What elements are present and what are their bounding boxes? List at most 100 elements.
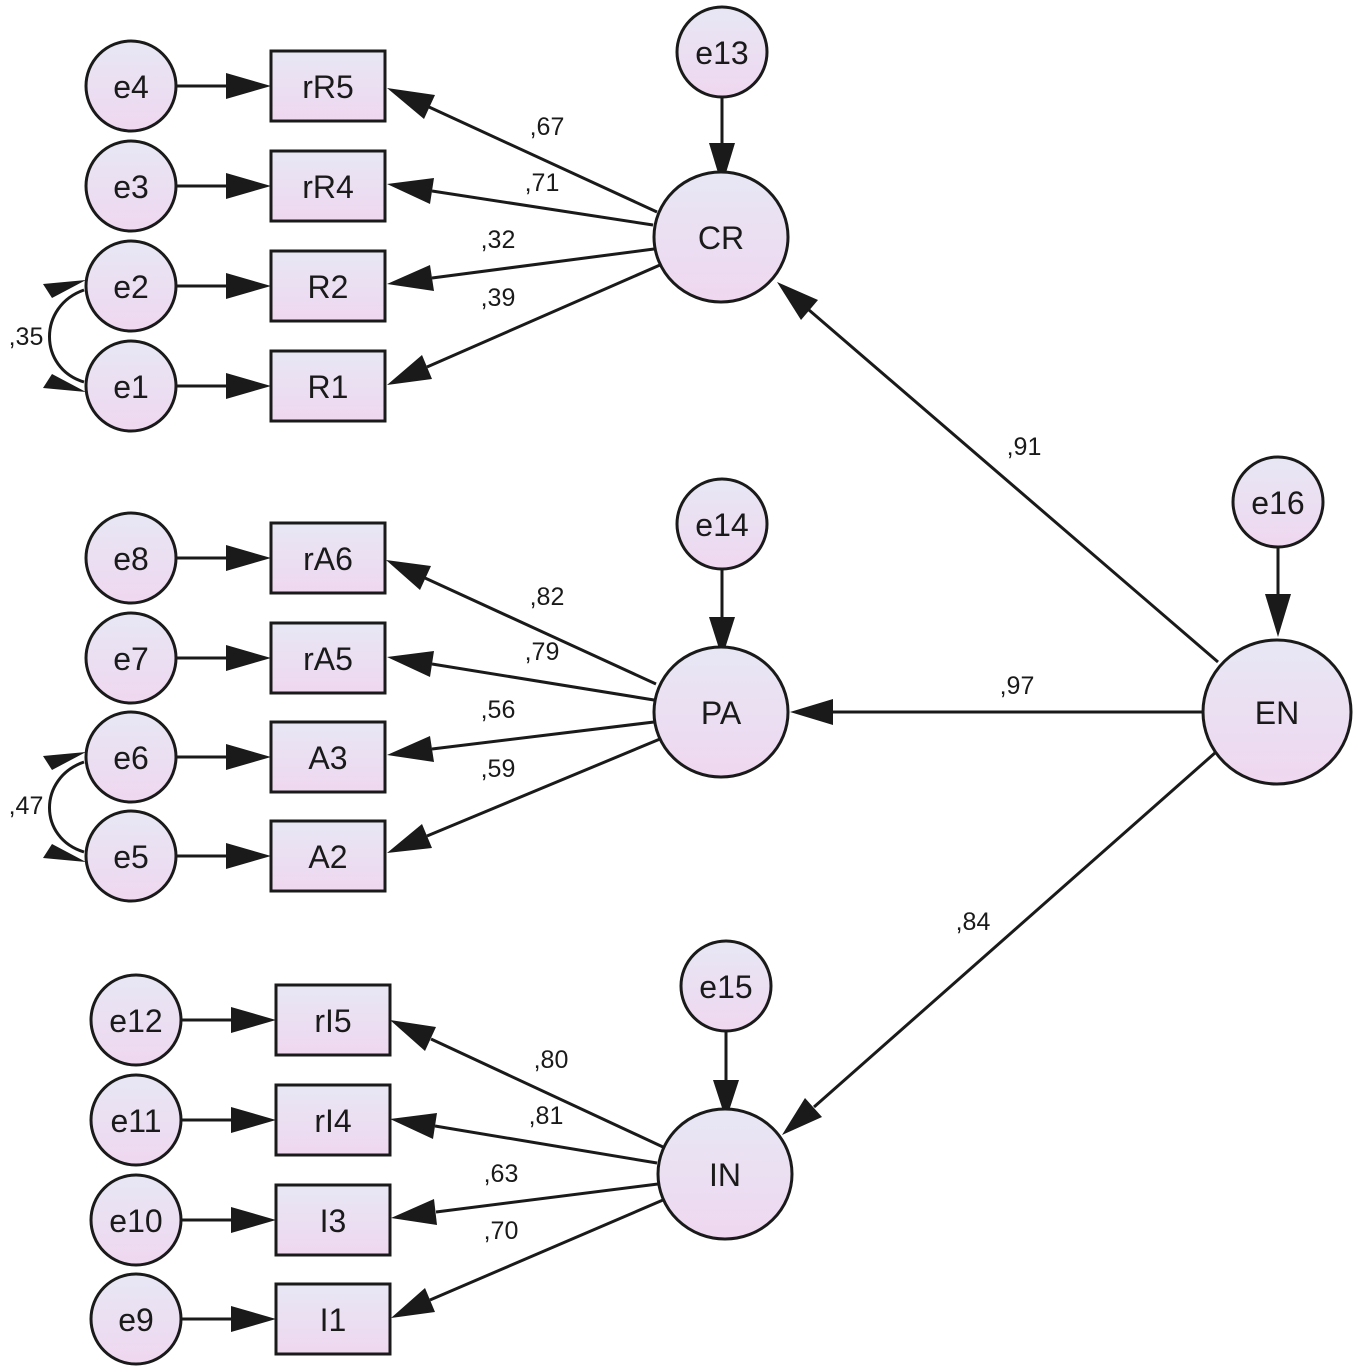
arrowhead-rR4 [226, 173, 271, 199]
edge-EN-CR [808, 308, 1219, 664]
arrowhead-EN-CR [777, 282, 818, 320]
edge-CR-R1 [426, 263, 661, 369]
arrowhead-EN-residual [1265, 594, 1291, 637]
loading-IN-I3: ,63 [484, 1160, 519, 1188]
arrowhead-CR-rR5 [387, 88, 435, 119]
covariance-label-e1-e2: ,35 [9, 323, 44, 351]
arrowhead-A2 [226, 843, 271, 869]
edges-layer [48, 84, 1280, 1321]
arrowhead-A3 [226, 744, 271, 770]
arrowhead-rR5 [226, 73, 271, 99]
loading-IN-I1: ,70 [484, 1217, 519, 1245]
arrowhead-R1 [226, 373, 271, 399]
error-label-e10: e10 [109, 1203, 162, 1239]
indicator-box-rA6 [269, 521, 387, 595]
arrowhead-cov-e5 [43, 844, 86, 862]
arrowhead-PA-rA5 [387, 651, 434, 677]
indicator-label-rR5: rR5 [302, 69, 354, 105]
indicator-box-R2 [269, 249, 387, 323]
error-node-e8 [84, 511, 178, 605]
arrowhead-PA-A2 [387, 824, 432, 853]
error-node-e9 [89, 1272, 183, 1366]
arrowhead-PA-rA6 [386, 560, 431, 590]
error-label-e3: e3 [113, 169, 149, 205]
error-label-e2: e2 [113, 269, 149, 305]
arrowhead-CR-rR4 [387, 178, 434, 204]
error-node-e6 [84, 710, 178, 804]
error-label-e14: e14 [695, 507, 748, 543]
arrowhead-cov-e1 [43, 374, 86, 392]
indicator-box-rI5 [274, 983, 392, 1057]
covariance-e5-e6 [48, 760, 85, 854]
arrowhead-CR-R1 [387, 355, 432, 385]
latent-label-IN: IN [709, 1157, 741, 1193]
covariance-label-e5-e6: ,47 [9, 792, 44, 820]
arrowhead-cov-e6 [43, 752, 86, 770]
arrowheads-layer [43, 73, 1291, 1332]
error-node-e15 [679, 939, 773, 1033]
error-label-e15: e15 [699, 969, 752, 1005]
coefficients-layer: ,67 ,71 ,32 ,39 ,82 ,79 ,56 ,59 ,80 ,81 … [9, 113, 1042, 1245]
edge-IN-I1 [429, 1198, 664, 1302]
latent-node-IN [656, 1107, 794, 1241]
loading-IN-rI4: ,81 [529, 1102, 564, 1130]
arrowhead-EN-IN [782, 1098, 822, 1135]
arrowhead-PA-residual [709, 617, 735, 658]
arrowhead-R2 [226, 273, 271, 299]
loading-IN-rI5: ,80 [534, 1046, 569, 1074]
error-label-e4: e4 [113, 69, 149, 105]
edge-CR-rR5 [428, 105, 658, 214]
arrowhead-I1 [231, 1306, 276, 1332]
indicator-box-I3 [274, 1183, 392, 1257]
indicator-label-R1: R1 [308, 369, 349, 405]
edge-IN-rI5 [430, 1037, 664, 1149]
error-node-e1 [84, 339, 178, 433]
arrowhead-IN-I1 [391, 1288, 435, 1318]
indicator-box-rI4 [274, 1083, 392, 1157]
error-label-e1: e1 [113, 369, 149, 405]
error-label-e6: e6 [113, 740, 149, 776]
arrowhead-rI4 [231, 1107, 276, 1133]
error-node-e2 [84, 239, 178, 333]
indicator-label-R2: R2 [308, 269, 349, 305]
arrowhead-rA5 [226, 645, 271, 671]
arrowhead-IN-residual [713, 1080, 739, 1120]
indicator-box-rA5 [269, 621, 387, 695]
latent-label-CR: CR [698, 220, 744, 256]
error-label-e5: e5 [113, 839, 149, 875]
edge-PA-rA6 [424, 576, 657, 686]
edge-CR-rR4 [431, 189, 654, 227]
edge-EN-IN [813, 750, 1217, 1109]
edge-PA-A2 [426, 737, 661, 838]
loading-PA-A2: ,59 [481, 755, 516, 783]
edge-IN-rI4 [434, 1124, 658, 1165]
error-node-e7 [84, 611, 178, 705]
covariance-e1-e2 [48, 288, 85, 384]
arrowhead-IN-rI4 [390, 1113, 437, 1139]
error-label-e11: e11 [110, 1103, 161, 1139]
node-labels-layer: e4 e3 e2 e1 e8 e7 e6 e5 e12 e11 e10 e9 e… [109, 35, 1304, 1338]
indicator-label-I3: I3 [320, 1203, 347, 1239]
arrowhead-PA-A3 [387, 736, 434, 762]
indicator-label-rR4: rR4 [302, 169, 354, 205]
latent-node-PA [652, 645, 790, 779]
latent-node-CR [652, 170, 790, 304]
nodes-layer [84, 5, 1353, 1366]
error-node-e4 [84, 39, 178, 133]
latent-label-EN: EN [1255, 695, 1299, 731]
error-label-e9: e9 [118, 1302, 154, 1338]
indicator-label-rA5: rA5 [303, 641, 353, 677]
arrowhead-IN-I3 [391, 1199, 437, 1225]
arrowhead-cov-e2 [43, 280, 86, 298]
edge-IN-I3 [435, 1182, 659, 1214]
loading-PA-A3: ,56 [481, 696, 516, 724]
error-node-e5 [84, 809, 178, 903]
error-node-e12 [89, 973, 183, 1067]
indicator-box-I1 [274, 1282, 392, 1356]
indicator-box-rR4 [269, 149, 387, 223]
error-node-e3 [84, 139, 178, 233]
error-node-e14 [675, 477, 769, 571]
error-label-e16: e16 [1251, 485, 1304, 521]
arrowhead-I3 [231, 1207, 276, 1233]
arrowhead-IN-rI5 [390, 1020, 436, 1051]
